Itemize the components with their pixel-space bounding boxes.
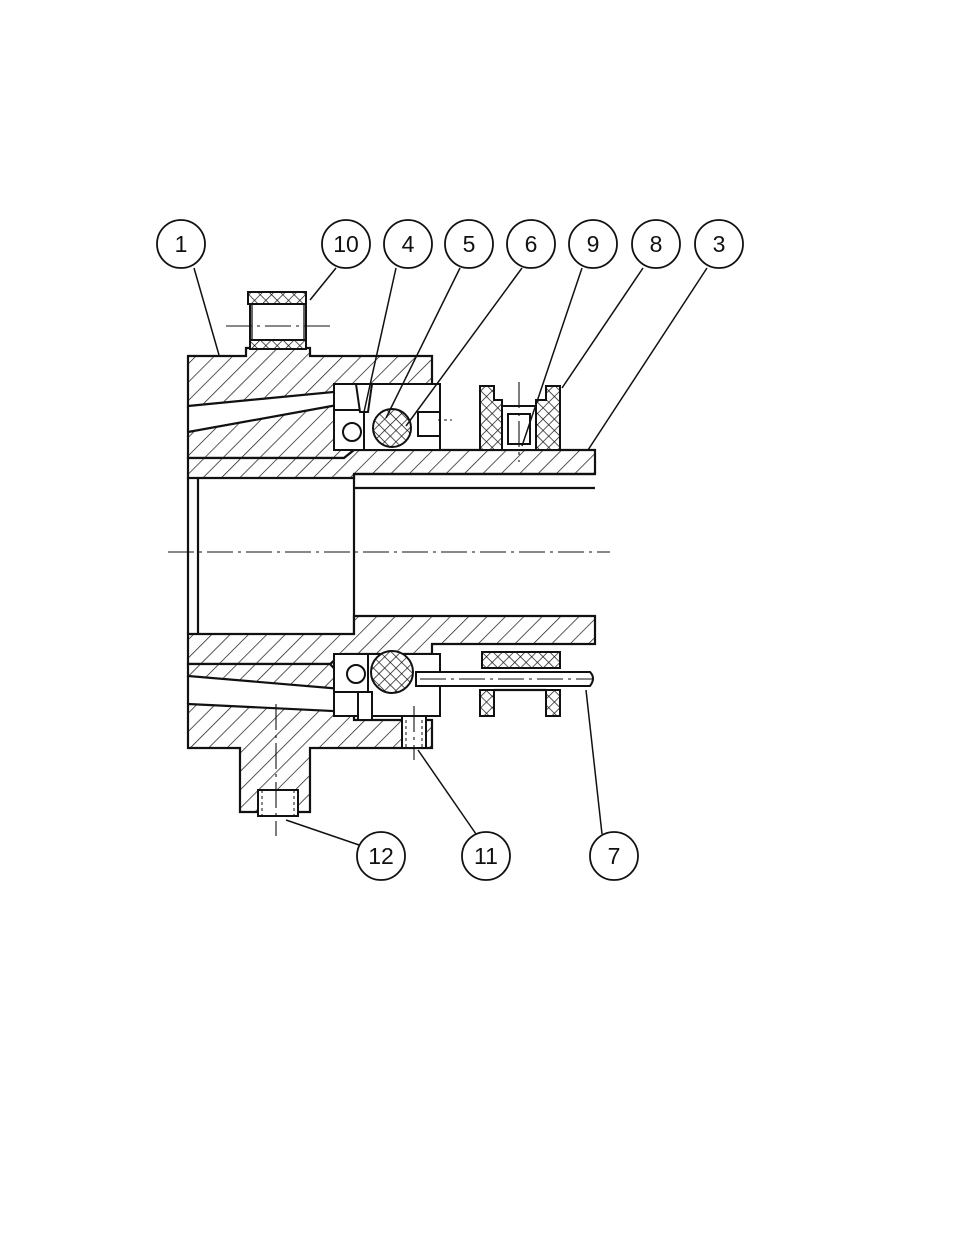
callout-11: 11 [462, 832, 510, 880]
svg-text:1: 1 [175, 231, 188, 257]
bearing-upper [334, 384, 452, 450]
svg-text:7: 7 [608, 843, 621, 869]
callout-4: 4 [384, 220, 432, 268]
svg-text:6: 6 [525, 231, 538, 257]
callout-8: 8 [632, 220, 680, 268]
callout-3: 3 [695, 220, 743, 268]
callout-12: 12 [357, 832, 405, 880]
svg-text:12: 12 [368, 843, 394, 869]
callout-9: 9 [569, 220, 617, 268]
callout-10: 10 [322, 220, 370, 268]
svg-text:8: 8 [650, 231, 663, 257]
svg-text:3: 3 [713, 231, 726, 257]
callout-7: 7 [590, 832, 638, 880]
svg-text:5: 5 [463, 231, 476, 257]
svg-text:4: 4 [402, 231, 415, 257]
svg-text:10: 10 [333, 231, 359, 257]
guide-pin [416, 672, 594, 686]
callout-1: 1 [157, 220, 205, 268]
shaft-bore [168, 474, 610, 634]
svg-text:9: 9 [587, 231, 600, 257]
top-set-screw [226, 292, 330, 349]
svg-text:11: 11 [474, 843, 498, 869]
pulley-collar-upper [480, 382, 560, 462]
callout-6: 6 [507, 220, 555, 268]
callout-5: 5 [445, 220, 493, 268]
